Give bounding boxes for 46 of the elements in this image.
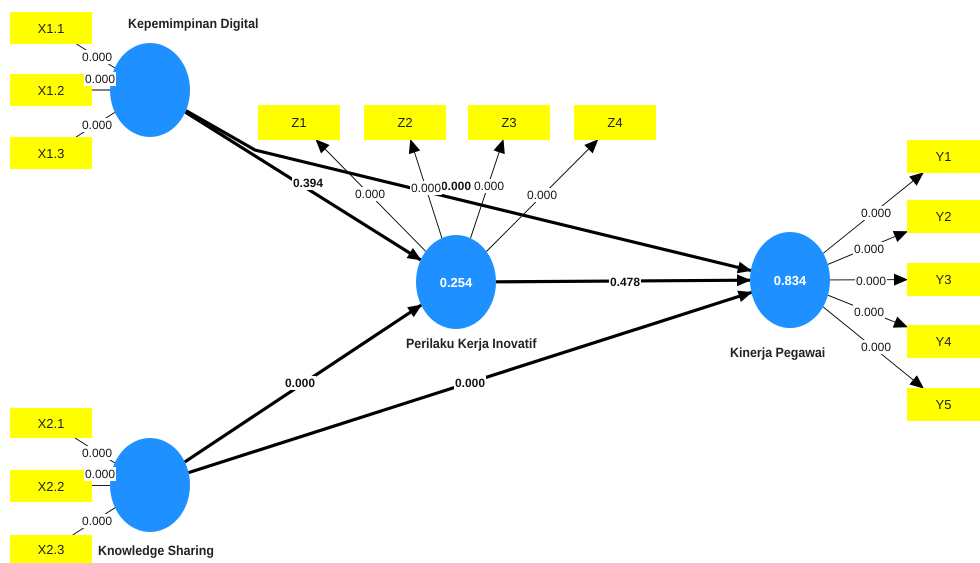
edge-label: 0.000 xyxy=(860,206,892,220)
arrow xyxy=(486,139,598,252)
edge-label: 0.000 xyxy=(354,187,386,201)
edge-label: 0.000 xyxy=(472,179,506,193)
edge-label: 0.000 xyxy=(84,467,116,481)
construct-name: Knowledge Sharing xyxy=(98,543,214,558)
construct-name: Kepemimpinan Digital xyxy=(128,16,258,31)
construct-name: Perilaku Kerja Inovatif xyxy=(406,336,536,351)
edge-label: 0.478 xyxy=(608,275,642,289)
indicator-box: Y3 xyxy=(907,263,980,296)
r-square-value: 0.834 xyxy=(774,272,806,288)
edge-label: 0.000 xyxy=(80,514,114,528)
connector-line xyxy=(92,484,110,486)
edge-label: 0.000 xyxy=(80,50,114,64)
construct-name: Kinerja Pegawai xyxy=(730,345,826,360)
edge-label: 0.000 xyxy=(440,179,472,193)
indicator-box: X2.1 xyxy=(10,408,92,438)
indicator-box: Z2 xyxy=(364,105,446,140)
edge-label: 0.000 xyxy=(852,242,886,256)
indicator-box: Y5 xyxy=(907,388,980,421)
r-square-value: 0.254 xyxy=(440,274,472,290)
indicator-box: Y4 xyxy=(907,325,980,358)
edge-label: 0.000 xyxy=(854,274,888,288)
edge-label: 0.000 xyxy=(526,188,558,202)
edge-label: 0.000 xyxy=(284,376,316,390)
indicator-box: Y1 xyxy=(907,140,980,173)
edge-label: 0.394 xyxy=(292,176,324,190)
edge-label: 0.000 xyxy=(80,118,114,132)
edge-label: 0.000 xyxy=(84,72,116,86)
arrow xyxy=(184,110,422,262)
indicator-box: Z3 xyxy=(468,105,550,140)
arrow xyxy=(188,290,752,474)
edge-label: 0.000 xyxy=(860,340,892,354)
arrow xyxy=(185,109,752,274)
indicator-box: X2.3 xyxy=(10,535,92,563)
edge-label: 0.000 xyxy=(410,181,442,195)
indicator-box: X1.3 xyxy=(10,137,92,169)
indicator-box: Z4 xyxy=(574,105,656,140)
arrow xyxy=(496,274,751,286)
edge-label: 0.000 xyxy=(454,376,486,390)
edge-label: 0.000 xyxy=(80,446,114,460)
indicator-box: X1.1 xyxy=(10,12,92,44)
edge-label: 0.000 xyxy=(852,305,886,319)
indicator-box: Z1 xyxy=(258,105,340,140)
arrow xyxy=(184,304,422,464)
indicator-box: Y2 xyxy=(907,200,980,233)
